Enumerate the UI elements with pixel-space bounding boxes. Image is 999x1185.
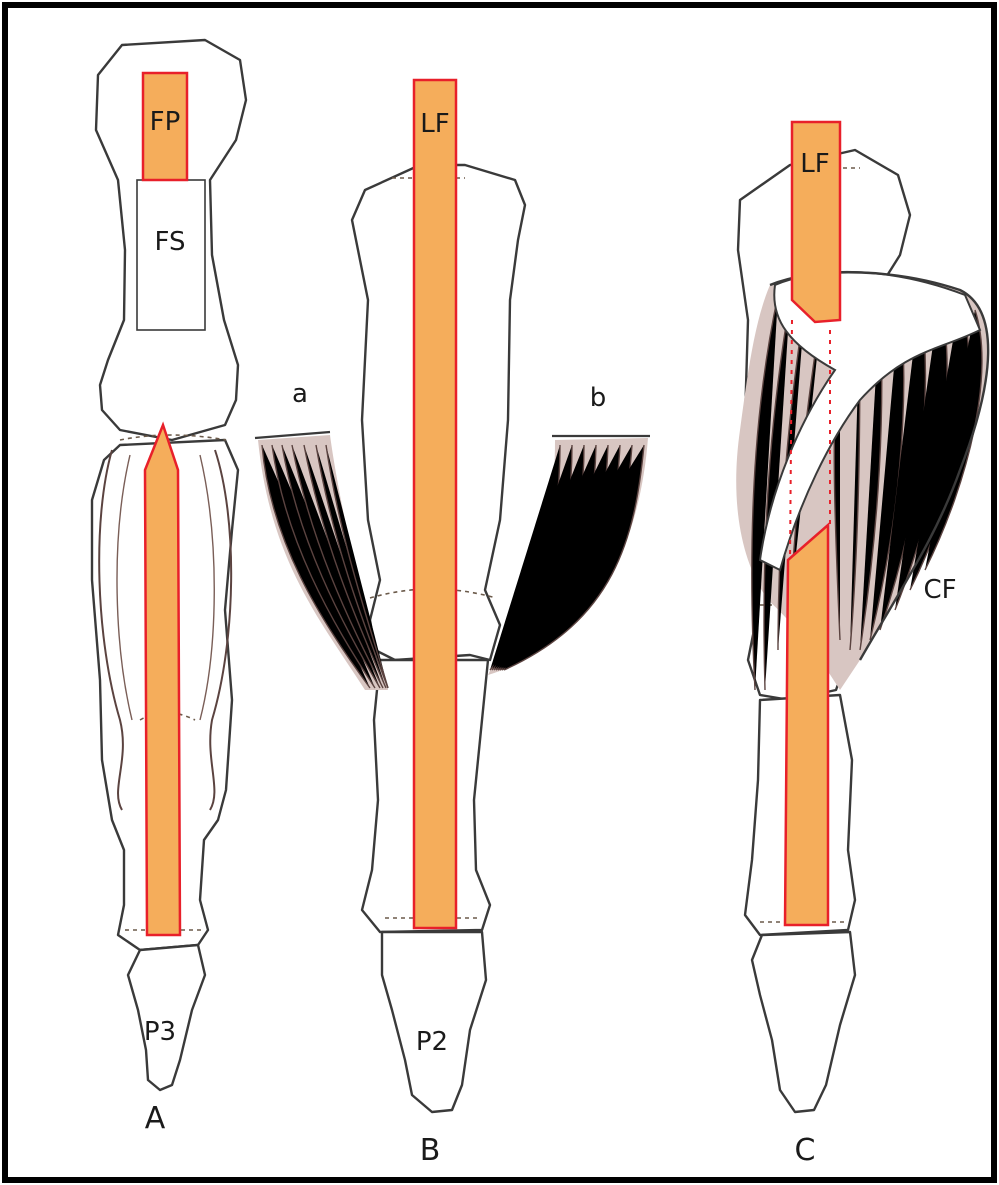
panel-b-right-muscle-label: b [590, 383, 607, 413]
panel-b-tendon [414, 80, 456, 928]
panel-b-caption: B [420, 1133, 441, 1168]
panel-c-tendon-lower [785, 525, 828, 925]
panel-a-tip-label: P3 [144, 1017, 176, 1047]
panel-a-caption: A [145, 1101, 166, 1136]
panel-a-top-tendon-label: FP [150, 107, 181, 137]
panel-c-caption: C [795, 1133, 816, 1168]
panel-a-tendon-lower [145, 425, 180, 935]
panel-c-tendon-label: LF [800, 149, 829, 179]
panel-b-left-muscle-label: a [292, 379, 308, 409]
panel-b-tendon-label: LF [420, 109, 449, 139]
panel-b-tip-label: P2 [416, 1027, 448, 1057]
panel-a-bone-label: FS [154, 227, 185, 257]
panel-c-muscle-label: CF [923, 575, 956, 605]
